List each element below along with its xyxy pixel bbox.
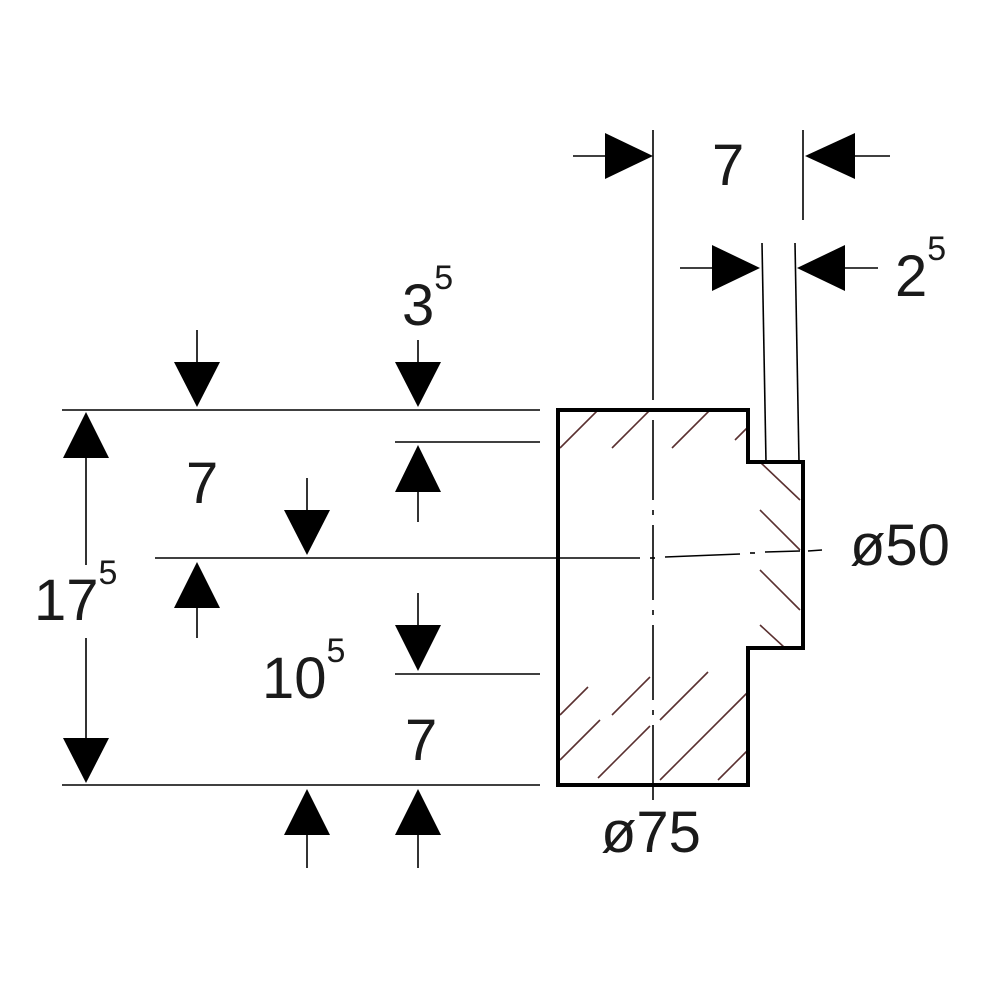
dim-top-width bbox=[573, 133, 890, 179]
dim-total-height bbox=[63, 412, 109, 783]
label-top-width: 7 bbox=[712, 133, 744, 198]
center-lines bbox=[155, 130, 823, 800]
section-hatching bbox=[559, 410, 801, 781]
label-top-wall: 25 bbox=[895, 230, 946, 309]
dim-top-wall bbox=[680, 245, 878, 291]
label-large-diameter: ø75 bbox=[601, 800, 701, 865]
dim-lower-arrows bbox=[174, 562, 441, 868]
label-left-top-offset: 35 bbox=[402, 259, 453, 338]
label-left-upper-seg: 7 bbox=[186, 451, 218, 516]
label-left-lower-seg: 7 bbox=[405, 708, 437, 773]
part-outline bbox=[556, 408, 805, 787]
extension-lines bbox=[62, 130, 804, 786]
label-total-height: 175 bbox=[34, 554, 117, 633]
label-lower-offset: 105 bbox=[262, 632, 345, 711]
label-small-diameter: ø50 bbox=[850, 513, 950, 578]
dim-upper-arrows bbox=[174, 330, 441, 555]
